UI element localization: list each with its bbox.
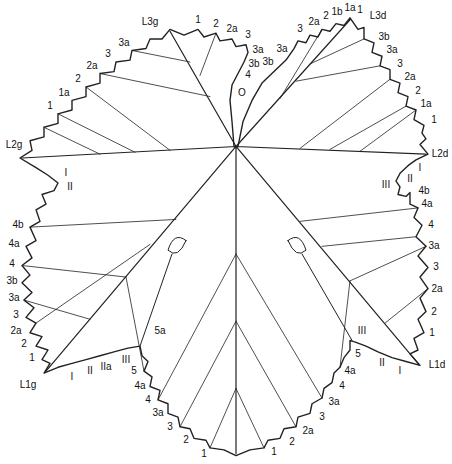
callout-number: 3a bbox=[117, 38, 130, 48]
callout-number: 4a bbox=[133, 381, 146, 391]
lobe-label: L3d bbox=[369, 11, 388, 21]
callout-number: 3a bbox=[327, 397, 340, 407]
callout-number: 2 bbox=[430, 307, 438, 317]
callout-number: 4a bbox=[420, 199, 433, 209]
callout-number: 3 bbox=[318, 412, 326, 422]
callout-number: 3b bbox=[5, 276, 18, 286]
callout-number: 3a bbox=[151, 408, 164, 418]
callout-number: 1 bbox=[46, 101, 54, 111]
callout-number: 4 bbox=[144, 395, 152, 405]
callout-number: 1a bbox=[419, 99, 432, 109]
callout-number: I bbox=[418, 163, 423, 173]
callout-number: 3b bbox=[261, 57, 274, 67]
callout-number: O bbox=[237, 88, 247, 98]
main-veins bbox=[22, 20, 426, 454]
callout-number: 2a bbox=[85, 61, 98, 71]
lobe-label: L2g bbox=[5, 140, 24, 150]
callout-number: 1a bbox=[343, 3, 356, 13]
sinus-line bbox=[140, 254, 352, 346]
callout-number: 3a bbox=[385, 45, 398, 55]
callout-number: I bbox=[64, 168, 69, 178]
lobe-label: L3g bbox=[141, 17, 160, 27]
callout-number: 4b bbox=[417, 186, 430, 196]
callout-number: 1a bbox=[57, 88, 70, 98]
callout-number: 2a bbox=[403, 72, 416, 82]
callout-number: I bbox=[70, 372, 75, 382]
leaf-outline bbox=[20, 18, 428, 456]
callout-number: 2 bbox=[74, 74, 82, 84]
callout-number: II bbox=[406, 174, 414, 184]
callout-number: 2a bbox=[225, 24, 238, 34]
callout-number: 3 bbox=[244, 30, 252, 40]
callout-number: IIa bbox=[99, 362, 112, 372]
callout-number: 3 bbox=[396, 59, 404, 69]
callout-number: 2 bbox=[322, 11, 330, 21]
callout-number: 3b bbox=[377, 32, 390, 42]
callout-number: III bbox=[357, 326, 367, 336]
callout-number: 3b bbox=[247, 59, 260, 69]
callout-number: 1 bbox=[356, 5, 364, 15]
callout-number: II bbox=[66, 182, 74, 192]
callout-number: 1 bbox=[428, 328, 436, 338]
callout-number: 4a bbox=[343, 366, 356, 376]
callout-number: 1 bbox=[430, 115, 438, 125]
lobe-label: L1d bbox=[428, 360, 447, 370]
callout-number: 2a bbox=[307, 17, 320, 27]
callout-number: III bbox=[381, 180, 391, 190]
callout-number: 2a bbox=[430, 284, 443, 294]
lobe-label: L1g bbox=[19, 380, 38, 390]
callout-number: 5 bbox=[130, 366, 138, 376]
callout-number: 2 bbox=[20, 339, 28, 349]
callout-number: 4 bbox=[244, 70, 252, 80]
callout-number: 1b bbox=[330, 7, 343, 17]
callout-number: 1 bbox=[200, 449, 208, 459]
callout-number: 3 bbox=[296, 24, 304, 34]
callout-number: II bbox=[86, 366, 94, 376]
callout-number: 5 bbox=[354, 349, 362, 359]
callout-number: 3 bbox=[166, 422, 174, 432]
callout-number: 1 bbox=[28, 353, 36, 363]
callout-number: 4 bbox=[8, 259, 16, 269]
callout-number: 3 bbox=[104, 49, 112, 59]
callout-number: 3a bbox=[251, 45, 264, 55]
callout-number: 3a bbox=[427, 241, 440, 251]
callout-number: 2 bbox=[212, 19, 220, 29]
callout-number: 3a bbox=[7, 293, 20, 303]
callout-number: 3 bbox=[432, 262, 440, 272]
callout-number: III bbox=[121, 355, 131, 365]
callout-number: 4 bbox=[338, 381, 346, 391]
callout-number: 2 bbox=[414, 86, 422, 96]
callout-number: 4 bbox=[427, 220, 435, 230]
callout-number: 4b bbox=[11, 220, 24, 230]
callout-number: 1 bbox=[194, 15, 202, 25]
callout-number: 2a bbox=[9, 326, 22, 336]
callout-number: 3 bbox=[12, 310, 20, 320]
lobe-label: L2d bbox=[431, 149, 450, 159]
callout-number: 2 bbox=[182, 435, 190, 445]
callout-number: 4a bbox=[7, 239, 20, 249]
callout-number: 1 bbox=[270, 447, 278, 457]
callout-number: 5a bbox=[153, 326, 166, 336]
callout-number: 3a bbox=[275, 44, 288, 54]
sinus-hole bbox=[168, 237, 306, 253]
callout-number: II bbox=[378, 358, 386, 368]
callout-number: 2a bbox=[301, 426, 314, 436]
callout-number: 2 bbox=[288, 437, 296, 447]
secondary-veins bbox=[22, 29, 428, 448]
callout-number: I bbox=[398, 366, 403, 376]
